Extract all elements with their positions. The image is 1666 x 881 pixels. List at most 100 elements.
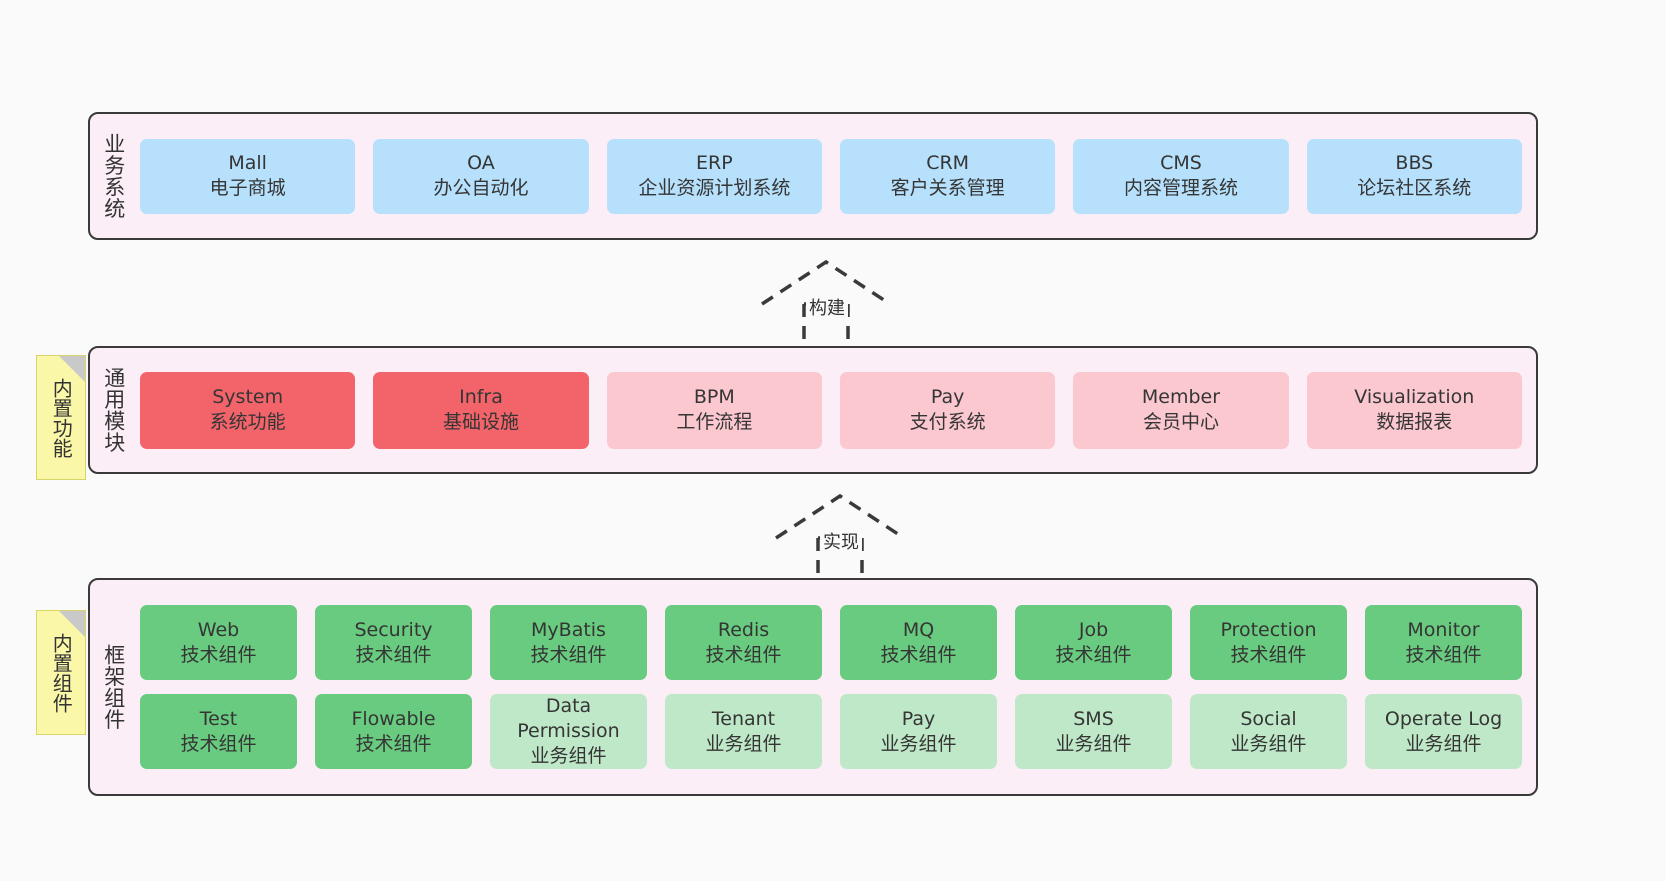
card-subtitle: 业务组件: [880, 732, 957, 755]
connector-implement-label: 实现: [820, 528, 862, 554]
card-title: ERP: [695, 152, 733, 175]
card-subtitle: 技术组件: [1055, 643, 1132, 666]
note-builtin-components: 内置组件: [36, 610, 86, 735]
card-subtitle: 技术组件: [180, 643, 257, 666]
card-subtitle: 会员中心: [1142, 411, 1219, 433]
card-title: System: [212, 386, 284, 409]
card-subtitle: 论坛社区系统: [1357, 177, 1472, 199]
card-title: Monitor: [1407, 618, 1480, 641]
card-title: MyBatis: [531, 618, 606, 641]
note-builtin-components-label: 内置组件: [49, 632, 74, 713]
card-title: CRM: [926, 152, 970, 175]
card-title: Security: [354, 618, 433, 641]
connector-build-label: 构建: [806, 294, 848, 320]
card-title: Operate Log: [1384, 707, 1503, 730]
connector-build: 构建: [758, 258, 898, 342]
card-subtitle: 内容管理系统: [1123, 177, 1238, 199]
card-subtitle: 技术组件: [355, 732, 432, 755]
card-subtitle: 电子商城: [209, 177, 286, 199]
note-builtin-features-label: 内置功能: [49, 377, 74, 458]
card-title: OA: [467, 152, 495, 175]
layer-framework-components-title: 框架组件: [101, 644, 126, 730]
note-fold-corner-icon: [59, 356, 85, 382]
card-subtitle: 支付系统: [909, 411, 986, 433]
card-subtitle: 技术组件: [1230, 643, 1307, 666]
card-title: Protection: [1220, 618, 1317, 641]
card-title: CMS: [1160, 152, 1202, 175]
card-subtitle: 业务组件: [1055, 732, 1132, 755]
card-title: Pay: [901, 707, 936, 730]
card-title: Flowable: [351, 707, 436, 730]
card-title: SMS: [1073, 707, 1114, 730]
card-title: Pay: [930, 386, 965, 409]
layer-business-systems-title: 业务系统: [101, 133, 126, 219]
layer-common-modules-title: 通用模块: [101, 367, 126, 453]
card-subtitle: 业务组件: [1230, 732, 1307, 755]
note-builtin-features: 内置功能: [36, 355, 86, 480]
card-subtitle: 业务组件: [1405, 732, 1482, 755]
card-subtitle: 系统功能: [209, 411, 286, 433]
card-subtitle: 技术组件: [530, 643, 607, 666]
card-subtitle: 业务组件: [530, 744, 607, 767]
card-title: Member: [1141, 386, 1221, 409]
build-arrowhead: [761, 259, 891, 306]
card-title: Data Permission: [517, 695, 620, 743]
card-title: Test: [199, 707, 238, 730]
card-subtitle: 技术组件: [180, 732, 257, 755]
card-subtitle: 工作流程: [676, 411, 753, 433]
card-title: Infra: [459, 386, 503, 409]
connector-implement: 实现: [772, 492, 912, 576]
card-subtitle: 基础设施: [442, 411, 519, 433]
card-title: Job: [1078, 618, 1109, 641]
card-subtitle: 技术组件: [355, 643, 432, 666]
card-subtitle: 数据报表: [1376, 411, 1453, 433]
card-subtitle: 客户关系管理: [890, 177, 1005, 199]
note-fold-corner-icon: [59, 611, 85, 637]
card-subtitle: 技术组件: [1405, 643, 1482, 666]
card-title: Visualization: [1354, 386, 1475, 409]
card-subtitle: 企业资源计划系统: [638, 177, 791, 199]
card-subtitle: 办公自动化: [433, 177, 529, 199]
card-subtitle: 业务组件: [705, 732, 782, 755]
card-title: MQ: [902, 618, 935, 641]
card-title: BPM: [693, 386, 735, 409]
